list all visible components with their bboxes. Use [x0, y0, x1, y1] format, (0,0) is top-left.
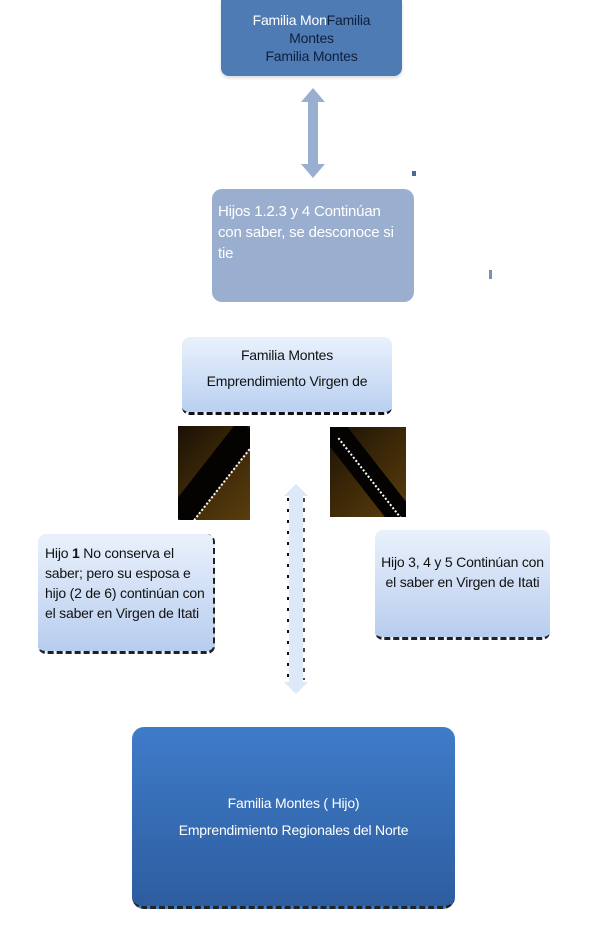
hijos-box-text: Hijos 1.2.3 y 4 Continúan con saber, se …: [218, 203, 394, 262]
connector-image-right: [330, 427, 406, 517]
connector-image-left: [178, 426, 250, 520]
node-familia-montes-top: Familia MonFamilia Montes Familia Montes: [221, 0, 402, 76]
top-box-line2: Montes: [289, 30, 334, 46]
tile-band: [178, 426, 250, 520]
node-hijo-1: Hijo 1 No conserva el saber; pero su esp…: [38, 534, 215, 654]
bottom-box-line1: Familia Montes ( Hijo): [227, 794, 360, 811]
node-hijos-1-4: Hijos 1.2.3 y 4 Continúan con saber, se …: [212, 189, 414, 302]
top-box-line3: Familia Montes: [265, 48, 358, 64]
left-box-text: Hijo 1 No conserva el saber; pero su esp…: [45, 543, 206, 623]
stray-mark: [489, 270, 492, 279]
node-emprendimiento-virgen: Familia Montes Emprendimiento Virgen de: [182, 337, 392, 415]
top-box-line1-dark: Familia: [326, 12, 371, 28]
double-arrow-icon: [301, 88, 325, 178]
node-hijo-3-4-5: Hijo 3, 4 y 5 Continúan con el saber en …: [375, 530, 550, 640]
bottom-box-line2: Emprendimiento Regionales del Norte: [178, 821, 409, 838]
right-box-text: Hijo 3, 4 y 5 Continúan con el saber en …: [381, 554, 544, 590]
top-box-line1: Familia MonFamilia: [253, 11, 371, 29]
left-box-bold: 1: [72, 545, 80, 561]
stray-mark: [412, 171, 416, 176]
middle-box-line2: Emprendimiento Virgen de: [206, 373, 368, 389]
middle-box-line1: Familia Montes: [240, 347, 334, 363]
top-box-line1-white: Familia Mon: [252, 12, 327, 28]
double-arrow-long-icon: [284, 484, 308, 694]
left-box-body: No conserva el saber; pero su esposa e h…: [45, 545, 205, 621]
node-emprendimiento-regionales: Familia Montes ( Hijo) Emprendimiento Re…: [132, 727, 455, 909]
left-box-prefix: Hijo: [45, 545, 73, 561]
